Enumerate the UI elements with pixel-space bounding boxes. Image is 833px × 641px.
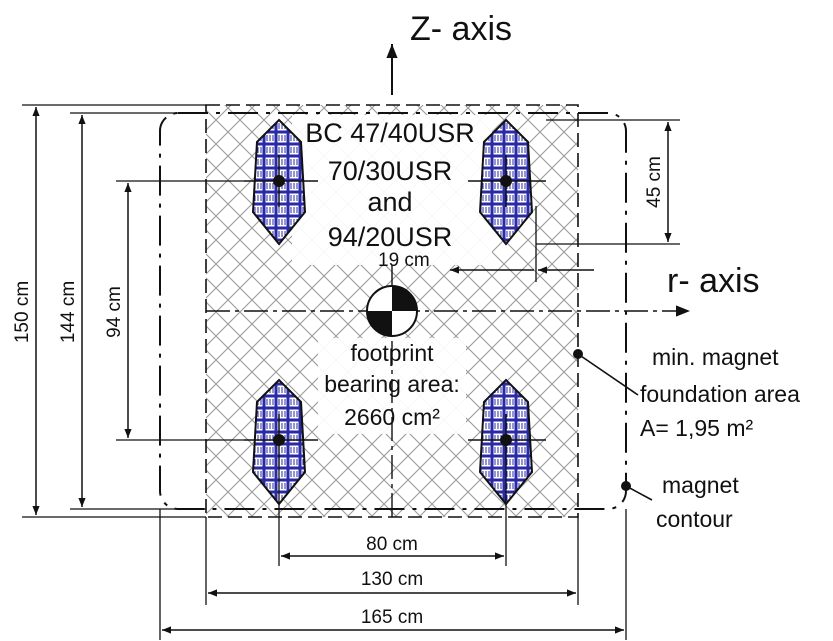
- contour-line-2: contour: [656, 506, 733, 532]
- dimension-lines: [32, 107, 672, 634]
- foundation-note: min. magnet foundation area A= 1,95 m²: [640, 344, 800, 441]
- contour-note: magnet contour: [656, 472, 739, 532]
- dim-80-label: 80 cm: [366, 534, 418, 555]
- foundation-line-3: A= 1,95 m²: [640, 415, 753, 441]
- title-line-2: 70/30USR: [328, 156, 453, 186]
- dimension-labels: 150 cm 144 cm 94 cm 45 cm 19 cm 80 cm 13…: [12, 156, 665, 628]
- title-line-3: and: [367, 187, 412, 217]
- pad-center-dot-tr: [500, 175, 512, 187]
- center-of-gravity-icon: [366, 285, 418, 337]
- contour-line-1: magnet: [662, 472, 739, 498]
- dim-45-label: 45 cm: [644, 156, 665, 208]
- dim-165-label: 165 cm: [361, 607, 423, 628]
- foundation-leader-dot: [573, 349, 583, 359]
- dim-94-label: 94 cm: [104, 286, 125, 338]
- model-title: BC 47/40USR 70/30USR and 94/20USR: [305, 118, 475, 252]
- dim-19-label: 19 cm: [378, 250, 430, 271]
- footprint-line-1: footprint: [350, 340, 434, 366]
- pad-center-dot-br: [500, 434, 512, 446]
- dim-130-label: 130 cm: [361, 569, 423, 590]
- r-axis-label: r- axis: [667, 262, 760, 300]
- footprint-label: footprint bearing area: 2660 cm²: [324, 340, 460, 430]
- pads: [251, 118, 534, 506]
- foundation-line-2: foundation area: [640, 381, 800, 407]
- pad-center-dot-bl: [273, 434, 285, 446]
- dim-150-label: 150 cm: [12, 281, 33, 343]
- contour-leader-dot: [621, 481, 631, 491]
- z-axis-label: Z- axis: [410, 10, 512, 48]
- footprint-line-2: bearing area:: [324, 371, 460, 397]
- foundation-line-1: min. magnet: [652, 344, 779, 370]
- footprint-line-3: 2660 cm²: [344, 404, 440, 430]
- title-line-4: 94/20USR: [328, 222, 453, 252]
- extension-lines: [22, 104, 680, 640]
- title-knockout: [292, 115, 492, 265]
- dim-144-label: 144 cm: [58, 281, 79, 343]
- title-line-1: BC 47/40USR: [305, 118, 475, 148]
- pad-center-dot-tl: [273, 175, 285, 187]
